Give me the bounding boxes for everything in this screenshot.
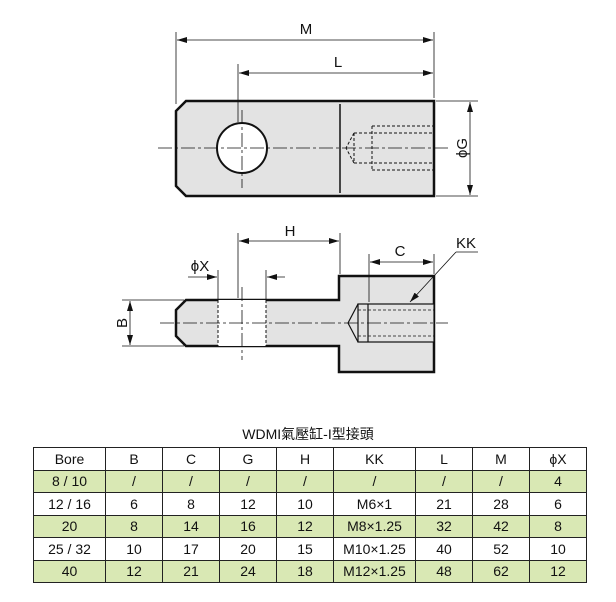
table-cell: 28 [472,492,530,516]
table-header-cell: M [472,447,530,471]
dimension-m: M [175,21,435,104]
table-cell: M8×1.25 [333,514,416,538]
table-header-cell: B [105,447,163,471]
dimension-b: B [114,299,184,347]
table-cell: 18 [276,559,334,583]
dim-label-kk: KK [456,235,476,252]
table-cell: 15 [276,537,334,561]
table-cell: 8 [162,492,220,516]
table-cell: 17 [162,537,220,561]
table-header-cell: L [415,447,473,471]
table-cell: 12 [276,514,334,538]
dim-label-g: ϕG [454,138,471,158]
table-cell: 14 [162,514,220,538]
table-cell: 6 [105,492,163,516]
table-header-cell: Bore [33,447,106,471]
dim-label-l: L [334,54,342,71]
table-cell: M10×1.25 [333,537,416,561]
table-header-cell: H [276,447,334,471]
leader-kk: KK [409,235,478,303]
dim-label-m: M [300,21,313,38]
top-view: M L ϕG [158,21,478,198]
dim-label-c: C [395,243,406,260]
table-cell: 10 [105,537,163,561]
table-cell: 16 [219,514,277,538]
table-cell: 40 [415,537,473,561]
table-header-cell: G [219,447,277,471]
table-cell: 12 [529,559,587,583]
center-lines-top [158,110,448,188]
table-cell: / [333,469,416,493]
center-lines-side [160,287,448,360]
table-cell: 52 [472,537,530,561]
table-cell: 12 [105,559,163,583]
table-cell: 10 [529,537,587,561]
dimension-x: ϕX [188,258,285,300]
table-cell: M12×1.25 [333,559,416,583]
table-cell: 12 [219,492,277,516]
thread-minor-lines [358,309,434,337]
table-cell: 6 [529,492,587,516]
dimension-g: ϕG [436,100,478,197]
table-title: WDMI氣壓缸-I型接頭 [242,426,374,442]
table-cell: 8 [105,514,163,538]
dim-label-h: H [285,223,296,240]
table-cell: 8 [529,514,587,538]
table-cell: / [276,469,334,493]
table-cell: / [415,469,473,493]
table-cell: 32 [415,514,473,538]
table-cell: 25 / 32 [33,537,106,561]
table-cell: / [472,469,530,493]
table-cell: 20 [33,514,106,538]
dim-label-b: B [114,318,131,328]
table-cell: 42 [472,514,530,538]
table-header-cell: KK [333,447,416,471]
table-cell: 40 [33,559,106,583]
dimension-c: C [368,243,435,302]
top-view-body [174,99,436,198]
dimension-h: H [237,223,341,298]
table-cell: 21 [415,492,473,516]
table-cell: 62 [472,559,530,583]
table-cell: 24 [219,559,277,583]
table-cell: 48 [415,559,473,583]
table-cell: 20 [219,537,277,561]
table-row: 8 / 10///////4 [33,469,587,493]
dimension-l: L [237,54,433,122]
table-cell: 10 [276,492,334,516]
table-cell: 8 / 10 [33,469,106,493]
table-cell: 4 [529,469,587,493]
technical-drawing: M L ϕG [114,21,478,374]
table-cell: / [105,469,163,493]
dim-label-x: ϕX [191,258,209,275]
hidden-thread-top [345,125,434,171]
table-cell: M6×1 [333,492,416,516]
table-cell: / [162,469,220,493]
table-cell: 21 [162,559,220,583]
table-cell: / [219,469,277,493]
table-header-cell: C [162,447,220,471]
side-view: H C KK ϕX B [114,223,478,374]
table-header-cell: ϕX [529,447,587,471]
table-cell: 12 / 16 [33,492,106,516]
